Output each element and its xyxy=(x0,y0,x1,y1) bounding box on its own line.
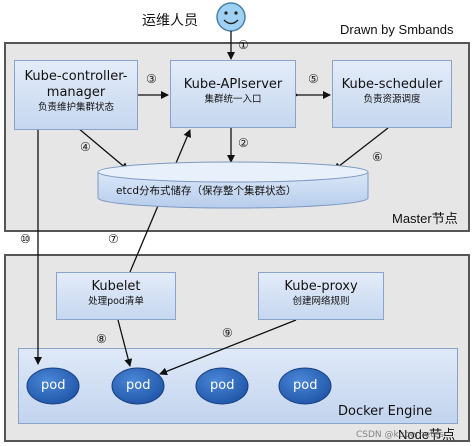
kube-controller-manager-box: Kube-controller- manager 负责维护集群状态 xyxy=(14,60,138,130)
person-label: 运维人员 xyxy=(142,13,198,29)
controller-subtitle: 负责维护集群状态 xyxy=(37,102,114,113)
kubelet-box: Kubelet 处理pod清单 xyxy=(56,272,176,320)
step-3-marker: ③ xyxy=(146,72,157,86)
kube-scheduler-box: Kube-scheduler 负责资源调度 xyxy=(332,60,452,128)
step-7-marker: ⑦ xyxy=(108,232,119,246)
scheduler-subtitle: 负责资源调度 xyxy=(363,94,421,105)
apiserver-subtitle: 集群统一入口 xyxy=(204,94,262,105)
kubelet-subtitle: 处理pod清单 xyxy=(88,296,144,307)
kube-apiserver-box: Kube-APIserver 集群统一入口 xyxy=(170,60,296,128)
step-5-marker: ⑤ xyxy=(308,72,319,86)
etcd-label: etcd分布式储存（保存整个集群状态） xyxy=(116,185,297,197)
pod-label: pod xyxy=(293,378,318,393)
master-label: Master节点 xyxy=(392,211,458,226)
kube-proxy-box: Kube-proxy 创建网络规则 xyxy=(258,272,384,320)
step-1-marker: ① xyxy=(238,38,249,52)
arrow-6 xyxy=(333,127,389,171)
pod-3-shape xyxy=(195,367,249,405)
arrow-8 xyxy=(117,319,133,367)
node-label: Node节点 xyxy=(398,427,456,442)
step-8-marker: ⑧ xyxy=(96,332,107,346)
scheduler-title: Kube-scheduler xyxy=(341,77,443,92)
step-2-marker: ② xyxy=(238,136,249,150)
person-smiley-icon xyxy=(216,2,246,32)
kubelet-title: Kubelet xyxy=(91,279,141,294)
controller-title-2: manager xyxy=(46,85,106,100)
pod-label: pod xyxy=(126,378,151,393)
arrow-9 xyxy=(159,319,297,376)
pod-1-shape xyxy=(26,367,80,405)
pod-label: pod xyxy=(41,378,66,393)
step-10-marker: ⑩ xyxy=(20,232,31,246)
arrow-4 xyxy=(77,127,129,171)
docker-engine-label: Docker Engine xyxy=(338,404,433,419)
watermark: CSDN @kubernetes xyxy=(356,430,444,440)
step-9-marker: ⑨ xyxy=(222,326,233,340)
pod-label: pod xyxy=(210,378,235,393)
step-6-marker: ⑥ xyxy=(372,150,383,164)
credit-text: Drawn by Smbands xyxy=(340,22,454,37)
pod-4-shape xyxy=(278,367,332,405)
controller-title-1: Kube-controller- xyxy=(24,69,128,84)
step-4-marker: ④ xyxy=(80,140,91,154)
kube-proxy-subtitle: 创建网络规则 xyxy=(292,296,350,307)
apiserver-title: Kube-APIserver xyxy=(183,77,283,92)
kube-proxy-title: Kube-proxy xyxy=(284,279,358,294)
pod-2-shape xyxy=(111,367,165,405)
